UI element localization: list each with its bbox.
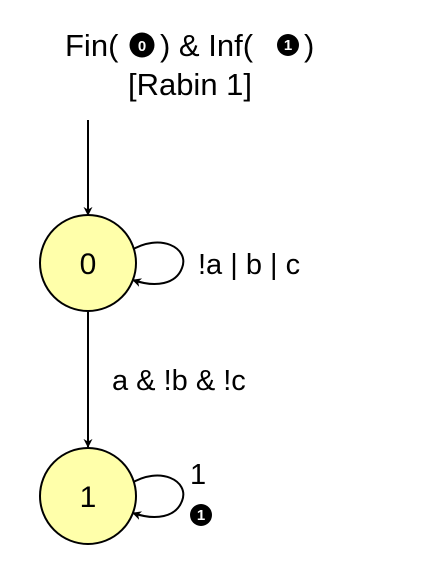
acceptance-name: [Rabin 1]	[128, 67, 252, 102]
acc-set-1-marker: 1	[277, 34, 299, 56]
edge-1-1-acc-set-digit: 1	[197, 507, 205, 524]
state-1-circle	[39, 447, 137, 545]
state-1-label: 1	[80, 481, 97, 514]
state-0-label: 0	[80, 248, 97, 281]
acceptance-suffix: )	[304, 28, 314, 63]
acceptance-inf-label: ) & Inf(	[160, 28, 254, 63]
edge-label-1-1: 1	[190, 459, 206, 491]
acceptance-condition: Fin( 0 ) & Inf( 1 ) [Rabin 1]	[65, 28, 314, 102]
self-loop-1	[129, 474, 185, 520]
acc-set-0-marker: 0	[129, 32, 155, 58]
acc-set-1-digit: 1	[284, 37, 292, 54]
edge-label-0-1: a & !b & !c	[112, 365, 246, 397]
acceptance-fin-label: Fin(	[65, 28, 119, 63]
edge-1-1-acc-set-marker: 1	[190, 504, 212, 526]
state-0[interactable]: 0	[39, 214, 137, 312]
self-loop-0	[129, 241, 185, 287]
state-0-circle	[39, 214, 137, 312]
acc-set-0-digit: 0	[138, 38, 146, 55]
edge-label-0-0: !a | b | c	[198, 249, 300, 281]
state-1[interactable]: 1	[39, 447, 137, 545]
